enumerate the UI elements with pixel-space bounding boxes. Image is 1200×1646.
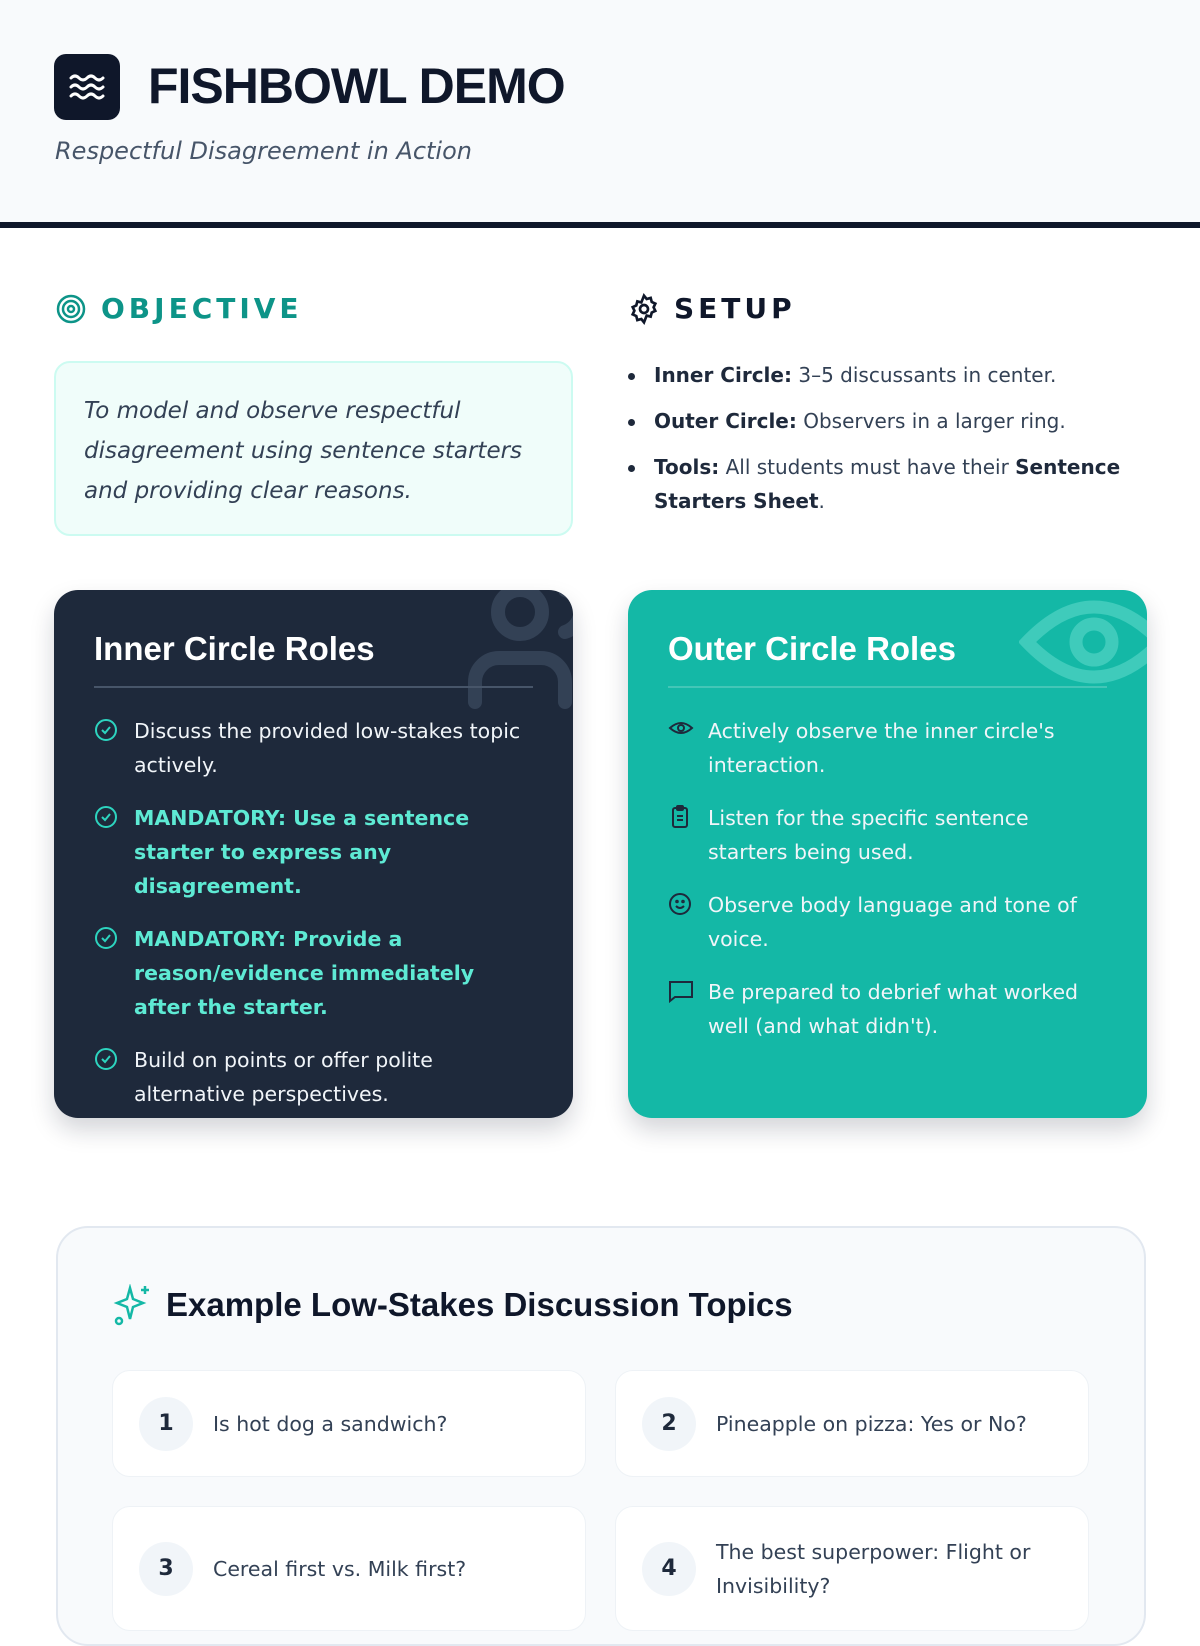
setup-bold: Sentence Starters Sheet bbox=[654, 455, 1121, 513]
inner-circle-title: Inner Circle Roles bbox=[94, 630, 533, 688]
setup-text: All students must have their bbox=[719, 455, 1016, 479]
clipboard-icon bbox=[668, 801, 694, 869]
sparkles-icon bbox=[113, 1284, 149, 1326]
setup-text: Observers in a larger ring. bbox=[796, 409, 1066, 433]
smile-icon bbox=[668, 888, 694, 956]
setup-label: Tools: bbox=[654, 455, 720, 479]
message-square-icon bbox=[668, 975, 694, 1043]
inner-roles-list: Discuss the provided low-stakes topic ac… bbox=[94, 714, 533, 1111]
users-icon bbox=[468, 590, 573, 709]
role-item-mandatory: MANDATORY: Use a sentence starter to exp… bbox=[94, 801, 533, 903]
inner-circle-card: Inner Circle Roles Discuss the provided … bbox=[54, 590, 573, 1118]
topics-section: Example Low-Stakes Discussion Topics 1 Is… bbox=[56, 1226, 1146, 1646]
topic-number: 2 bbox=[642, 1396, 696, 1451]
role-item: Observe body language and tone of voice. bbox=[668, 888, 1107, 956]
topic-text: Cereal first vs. Milk first? bbox=[213, 1556, 467, 1581]
setup-heading: SETUP bbox=[628, 292, 796, 325]
topic-card: 3 Cereal first vs. Milk first? bbox=[112, 1506, 586, 1631]
check-circle-icon bbox=[94, 1043, 120, 1111]
topic-number: 4 bbox=[642, 1541, 696, 1596]
waves-icon bbox=[54, 54, 120, 120]
outer-roles-list: Actively observe the inner circle's inte… bbox=[668, 714, 1107, 1043]
gear-icon bbox=[630, 292, 658, 325]
check-circle-icon bbox=[94, 801, 120, 903]
eye-icon bbox=[1019, 600, 1147, 684]
objective-heading: OBJECTIVE bbox=[55, 292, 303, 325]
role-text: Build on points or offer polite alternat… bbox=[134, 1048, 433, 1106]
setup-list: Inner Circle: 3–5 discussants in center.… bbox=[628, 358, 1148, 530]
role-item: Actively observe the inner circle's inte… bbox=[668, 714, 1107, 782]
topic-card: 4 The best superpower: Flight or Invisibi… bbox=[615, 1506, 1089, 1631]
setup-item: Tools: All students must have their Sent… bbox=[628, 450, 1148, 518]
role-item: Discuss the provided low-stakes topic ac… bbox=[94, 714, 533, 782]
setup-text: 3–5 discussants in center. bbox=[791, 363, 1057, 387]
check-circle-icon bbox=[94, 714, 120, 782]
role-text: MANDATORY: Provide a reason/evidence imm… bbox=[134, 927, 475, 1019]
topic-card: 1 Is hot dog a sandwich? bbox=[112, 1370, 586, 1477]
setup-heading-text: SETUP bbox=[674, 292, 796, 325]
objective-heading-text: OBJECTIVE bbox=[101, 292, 303, 325]
topic-text: Is hot dog a sandwich? bbox=[213, 1411, 448, 1436]
topic-card: 2 Pineapple on pizza: Yes or No? bbox=[615, 1370, 1089, 1477]
eye-icon bbox=[668, 714, 694, 782]
setup-label: Outer Circle: bbox=[654, 409, 797, 433]
setup-item: Inner Circle: 3–5 discussants in center. bbox=[628, 358, 1148, 392]
setup-label: Inner Circle: bbox=[654, 363, 792, 387]
setup-text: . bbox=[818, 489, 825, 513]
role-item: Build on points or offer polite alternat… bbox=[94, 1043, 533, 1111]
role-text: Discuss the provided low-stakes topic ac… bbox=[134, 719, 521, 777]
outer-circle-card: Outer Circle Roles Actively observe the … bbox=[628, 590, 1147, 1118]
topic-number: 3 bbox=[139, 1541, 193, 1596]
topics-heading-text: Example Low-Stakes Discussion Topics bbox=[166, 1286, 793, 1323]
topics-heading: Example Low-Stakes Discussion Topics bbox=[112, 1284, 793, 1326]
role-item: Be prepared to debrief what worked well … bbox=[668, 975, 1107, 1043]
role-text: Be prepared to debrief what worked well … bbox=[708, 980, 1079, 1038]
role-text: Actively observe the inner circle's inte… bbox=[708, 719, 1055, 777]
role-item: Listen for the specific sentence starter… bbox=[668, 801, 1107, 869]
target-icon bbox=[56, 294, 86, 323]
role-item-mandatory: MANDATORY: Provide a reason/evidence imm… bbox=[94, 922, 533, 1024]
page-title: FISHBOWL DEMO bbox=[148, 58, 566, 114]
check-circle-icon bbox=[94, 922, 120, 1024]
role-text: MANDATORY: Use a sentence starter to exp… bbox=[134, 806, 470, 898]
topic-text: Pineapple on pizza: Yes or No? bbox=[716, 1411, 1027, 1436]
setup-item: Outer Circle: Observers in a larger ring… bbox=[628, 404, 1148, 438]
topic-number: 1 bbox=[139, 1396, 193, 1451]
outer-circle-title: Outer Circle Roles bbox=[668, 630, 1107, 688]
objective-box: To model and observe respectful disagree… bbox=[54, 361, 573, 536]
role-text: Observe body language and tone of voice. bbox=[708, 893, 1077, 951]
role-text: Listen for the specific sentence starter… bbox=[708, 806, 1029, 864]
page-subtitle: Respectful Disagreement in Action bbox=[55, 137, 472, 165]
page-header: FISHBOWL DEMO Respectful Disagreement in… bbox=[0, 0, 1200, 228]
topic-text: The best superpower: Flight or Invisibil… bbox=[716, 1539, 1031, 1598]
